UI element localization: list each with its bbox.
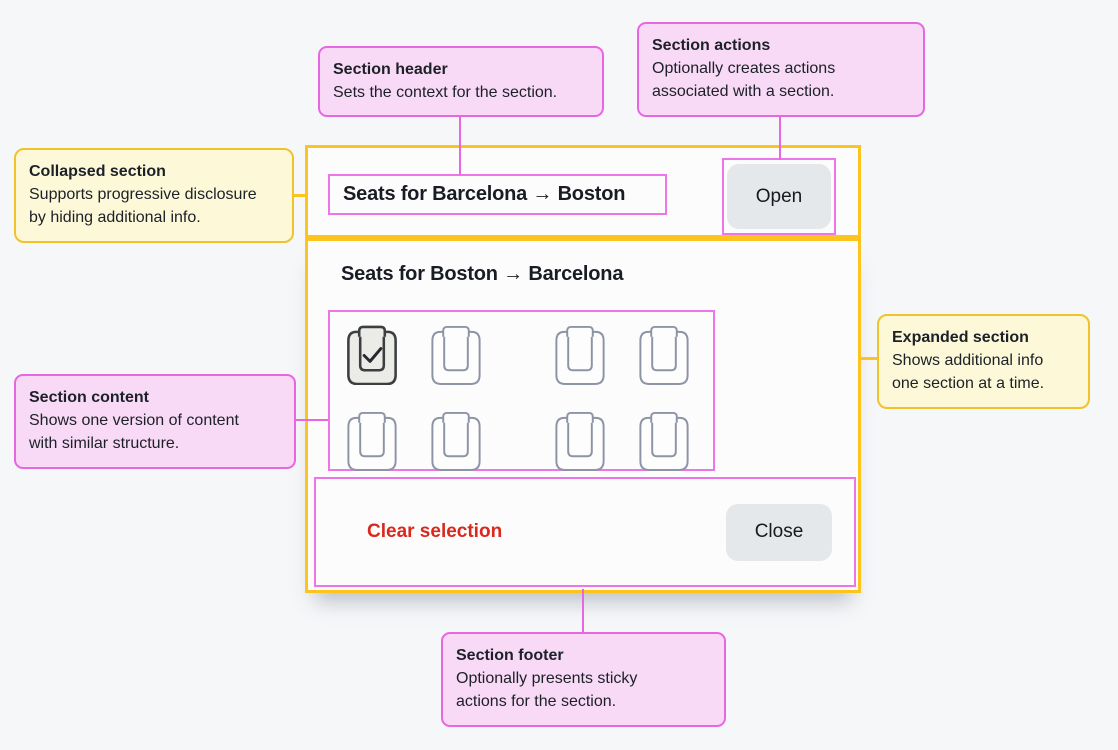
callout-body: Supports progressive disclosure by hidin… [29, 186, 257, 227]
seat-icon [431, 411, 481, 471]
callout-title: Collapsed section [29, 163, 166, 180]
callout-body: Shows one version of content with simila… [29, 412, 239, 453]
seat-button[interactable] [344, 410, 400, 471]
section-actions-highlight-box: Open [722, 158, 836, 235]
callout-section-actions: Section actions Optionally creates actio… [637, 22, 925, 117]
expanded-section-title: Seats for Boston → Barcelona [341, 263, 624, 285]
callout-body: Sets the context for the section. [333, 84, 558, 102]
callout-title: Expanded section [892, 329, 1029, 346]
check-icon [362, 347, 383, 363]
callout-body: Shows additional info one section at a t… [892, 352, 1045, 393]
collapsed-section: Seats for Barcelona → Boston Open [305, 145, 861, 238]
connector-section-footer [582, 589, 584, 633]
seat-icon [639, 325, 689, 385]
seat-button[interactable] [344, 324, 400, 386]
connector-section-header [459, 116, 461, 175]
open-button[interactable]: Open [727, 164, 831, 229]
connector-collapsed-section [292, 194, 306, 197]
collapsed-section-title: Seats for Barcelona → Boston [343, 183, 626, 205]
section-header-highlight-box: Seats for Barcelona → Boston [328, 174, 667, 215]
seat-row [344, 324, 713, 386]
callout-title: Section header [333, 61, 448, 78]
connector-section-actions [779, 117, 781, 160]
callout-section-content: Section content Shows one version of con… [14, 374, 296, 469]
callout-expanded-section: Expanded section Shows additional info o… [877, 314, 1090, 409]
seat-button[interactable] [428, 324, 484, 385]
seat-button[interactable] [636, 324, 692, 385]
seat-map [344, 324, 713, 471]
seat-button[interactable] [636, 410, 692, 471]
seat-icon [347, 411, 397, 471]
callout-body: Optionally presents sticky actions for t… [456, 670, 638, 711]
close-button[interactable]: Close [726, 503, 832, 561]
seat-button[interactable] [552, 324, 608, 385]
seat-row [344, 410, 713, 471]
seat-button[interactable] [552, 410, 608, 471]
section-footer-highlight-box: Clear selection Close [314, 477, 856, 587]
callout-body: Optionally creates actions associated wi… [652, 60, 836, 101]
section-content-highlight-box [328, 310, 715, 471]
seat-icon [555, 411, 605, 471]
callout-section-footer: Section footer Optionally presents stick… [441, 632, 726, 727]
connector-section-content [294, 419, 328, 421]
callout-title: Section content [29, 389, 150, 406]
seat-icon [555, 325, 605, 385]
connector-expanded-section [859, 357, 877, 360]
callout-collapsed-section: Collapsed section Supports progressive d… [14, 148, 294, 243]
seat-button[interactable] [428, 410, 484, 471]
seat-icon [431, 325, 481, 385]
callout-section-header: Section header Sets the context for the … [318, 46, 604, 118]
seat-icon [639, 411, 689, 471]
expanded-section: Seats for Boston → Barcelona Clear selec… [305, 238, 861, 593]
seat-icon [347, 325, 397, 386]
clear-selection-button[interactable]: Clear selection [367, 521, 503, 542]
callout-title: Section actions [652, 37, 771, 54]
callout-title: Section footer [456, 647, 564, 664]
